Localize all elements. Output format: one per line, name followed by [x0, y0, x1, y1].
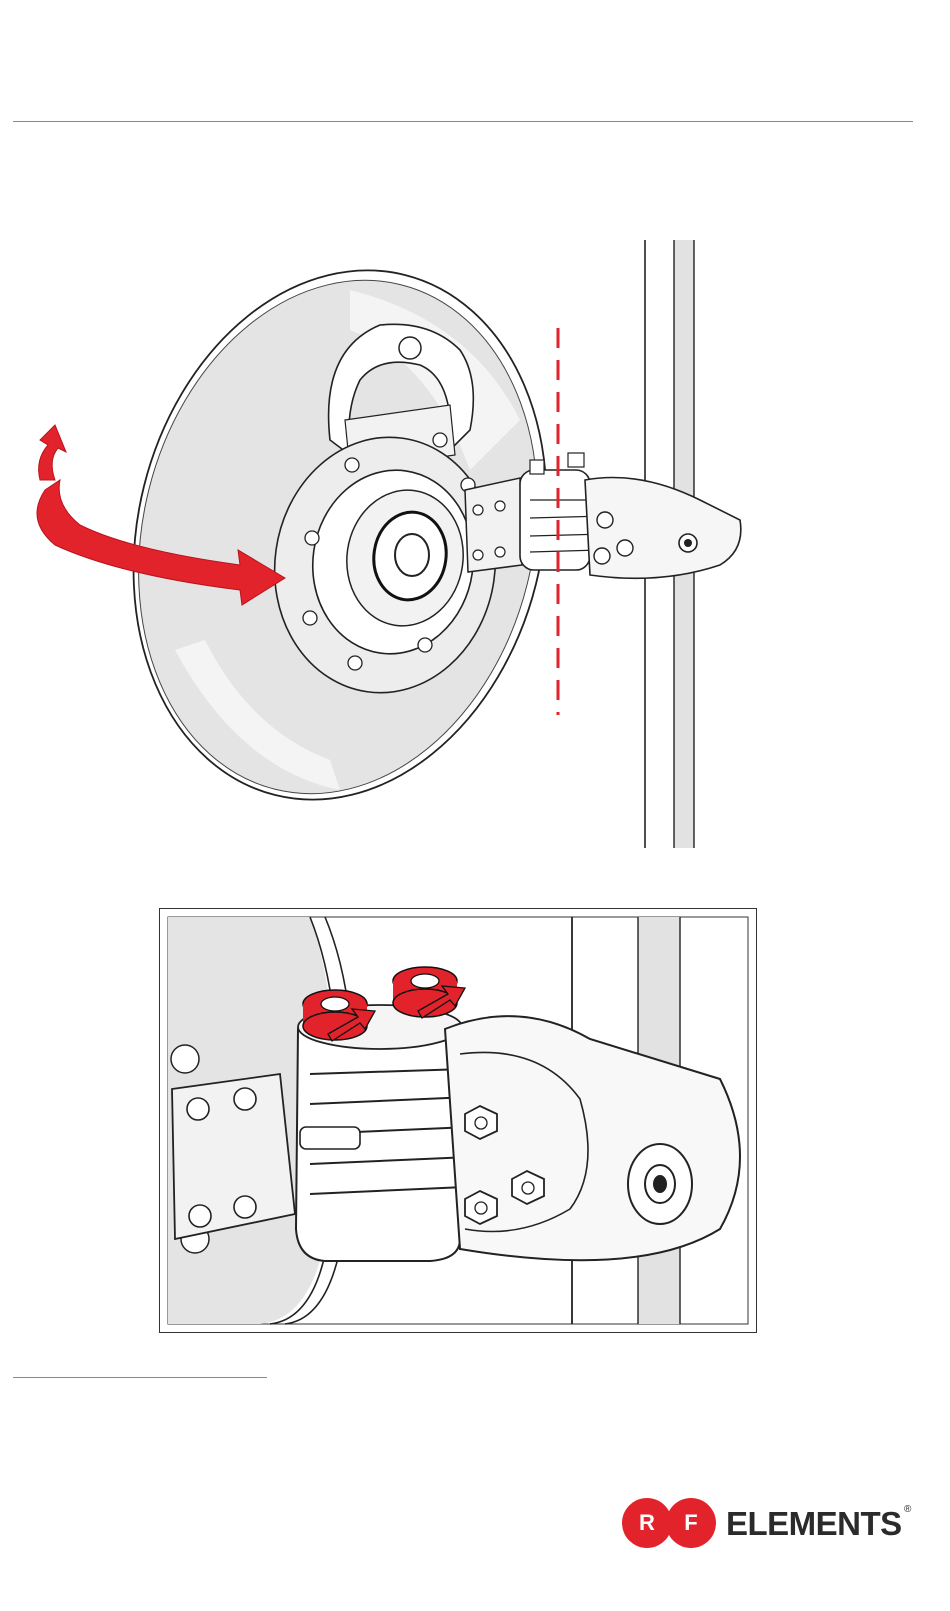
rf-elements-logo: R F ELEMENTS ®	[622, 1498, 922, 1550]
detail-hinge-body	[296, 1005, 470, 1261]
top-divider	[13, 121, 913, 122]
bottom-divider	[13, 1377, 267, 1378]
detail-bracket-plate	[172, 1074, 295, 1239]
logo-letter-r: R	[636, 1510, 658, 1536]
antenna-mount-illustration	[0, 230, 950, 860]
logo-wordmark: ELEMENTS	[726, 1505, 902, 1543]
hinge-detail-illustration	[159, 908, 757, 1333]
logo-letter-f: F	[680, 1510, 702, 1536]
registered-mark: ®	[904, 1504, 911, 1515]
